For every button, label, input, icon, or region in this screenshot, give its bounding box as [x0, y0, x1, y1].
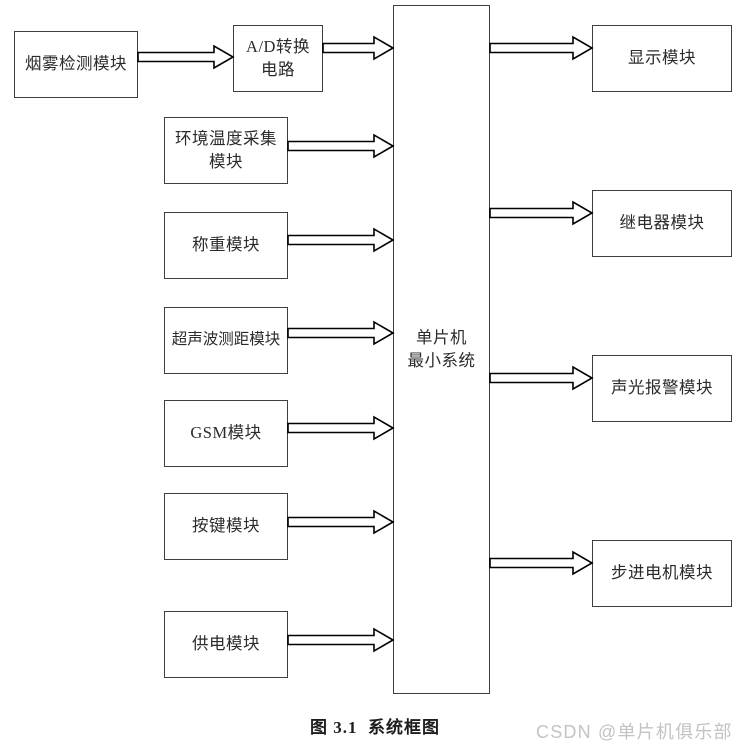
block-stepper-motor[interactable]: 步进电机模块 [592, 540, 732, 607]
smoke-to-adc-arrow [137, 44, 235, 69]
block-key-input[interactable]: 按键模块 [164, 493, 288, 560]
controller-label: 单片机 最小系统 [407, 328, 476, 370]
block-label: 供电模块 [192, 634, 260, 654]
block-label: 步进电机模块 [611, 563, 713, 583]
block-label: 环境温度采集 模块 [175, 129, 277, 171]
block-label: 超声波测距模块 [171, 331, 281, 349]
block-gsm[interactable]: GSM模块 [164, 400, 288, 467]
block-ambient-temperature[interactable]: 环境温度采集 模块 [164, 117, 288, 184]
block-label: 显示模块 [628, 48, 696, 68]
block-label: 按键模块 [192, 516, 260, 536]
mcu-to-stepper-arrow [489, 550, 594, 575]
block-power-supply[interactable]: 供电模块 [164, 611, 288, 678]
block-label: A/D转换 电路 [246, 37, 310, 79]
mcu-to-alarm-arrow [489, 365, 594, 390]
block-label: 烟雾检测模块 [25, 54, 127, 74]
block-weighing[interactable]: 称重模块 [164, 212, 288, 279]
ultrasonic-to-mcu-arrow [287, 320, 395, 345]
block-display[interactable]: 显示模块 [592, 25, 732, 92]
block-label: 声光报警模块 [611, 378, 713, 398]
weight-to-mcu-arrow [287, 227, 395, 252]
controller-block-mcu[interactable]: 单片机 最小系统 [393, 5, 490, 694]
block-smoke-detection[interactable]: 烟雾检测模块 [14, 31, 138, 98]
block-label: 继电器模块 [619, 213, 705, 233]
key-to-mcu-arrow [287, 509, 395, 534]
block-label: 称重模块 [192, 235, 260, 255]
figure-caption: 图 3.1 系统框图 [310, 718, 440, 737]
power-to-mcu-arrow [287, 627, 395, 652]
gsm-to-mcu-arrow [287, 415, 395, 440]
mcu-to-display-arrow [489, 35, 594, 60]
block-label: GSM模块 [190, 423, 262, 443]
block-audible-visual-alarm[interactable]: 声光报警模块 [592, 355, 732, 422]
adc-to-mcu-arrow [322, 35, 395, 60]
block-ad-converter[interactable]: A/D转换 电路 [233, 25, 323, 92]
csdn-watermark: CSDN @单片机俱乐部 [536, 722, 733, 742]
block-relay[interactable]: 继电器模块 [592, 190, 732, 257]
temperature-to-mcu-arrow [287, 133, 395, 158]
mcu-to-relay-arrow [489, 200, 594, 225]
block-ultrasonic-ranging[interactable]: 超声波测距模块 [164, 307, 288, 374]
